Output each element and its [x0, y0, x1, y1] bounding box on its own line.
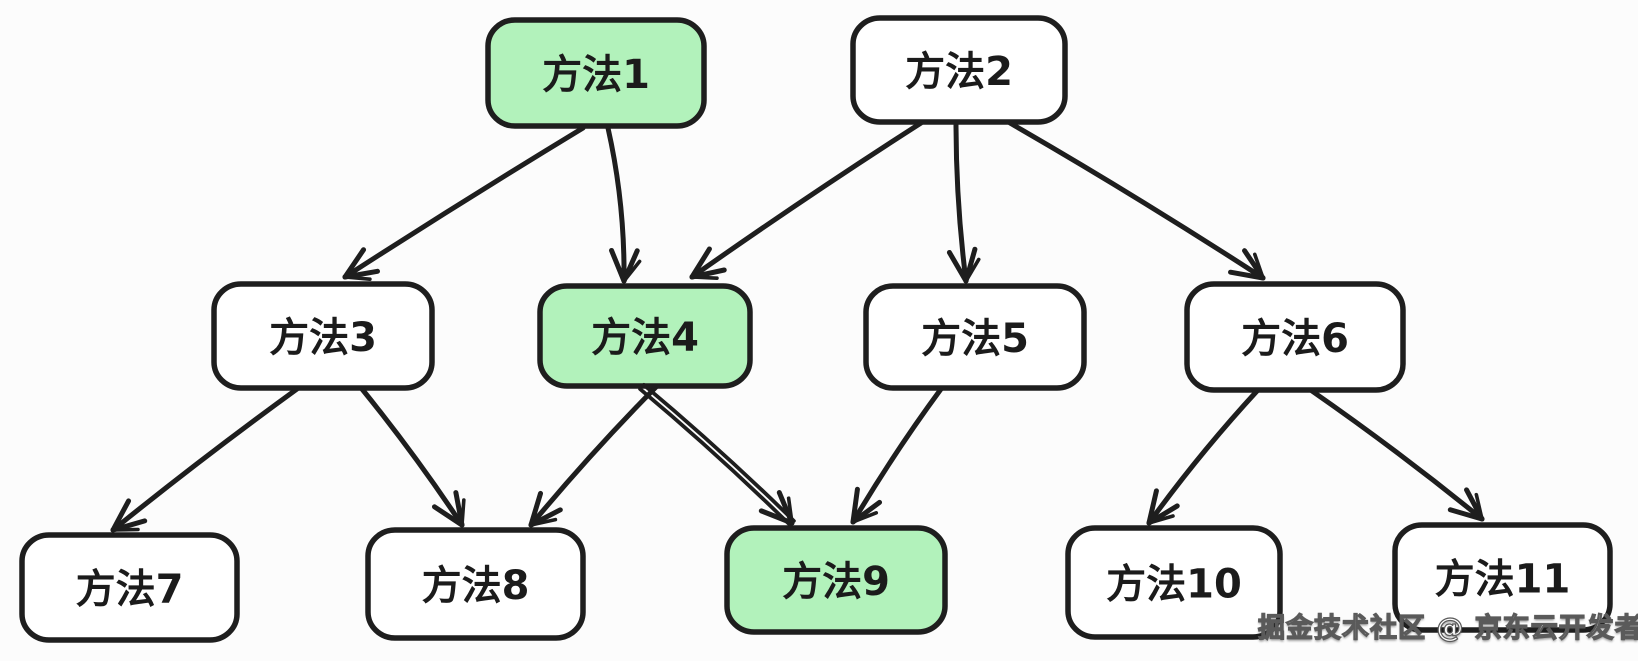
- node-method-5: 方法5: [863, 283, 1087, 391]
- arrowhead-stroke: [786, 496, 794, 525]
- node-box: [19, 532, 240, 643]
- node-method-1: 方法1: [485, 17, 707, 129]
- arrowhead-stroke: [758, 508, 795, 526]
- node-label: 方法9: [782, 559, 890, 605]
- arrowhead-stroke: [110, 498, 132, 533]
- node-label: 方法3: [269, 315, 377, 361]
- node-label: 方法6: [1241, 316, 1349, 362]
- arrowhead-stroke: [964, 257, 981, 283]
- arrowhead-stroke: [946, 249, 969, 284]
- edge-method-2-method-6: [1007, 120, 1266, 281]
- arrowhead-stroke: [342, 247, 367, 280]
- edge-method-6-method-11: [1309, 388, 1485, 522]
- node-method-8: 方法8: [365, 527, 586, 641]
- edge-layer: [110, 120, 1485, 533]
- arrowhead-stroke: [690, 275, 719, 280]
- arrowhead-stroke: [850, 486, 860, 525]
- arrowhead-stroke: [528, 490, 544, 528]
- node-method-10: 方法10: [1065, 525, 1283, 640]
- arrowhead-stroke: [622, 259, 642, 283]
- arrowhead-stroke: [609, 247, 627, 284]
- edge-method-1-method-4: [605, 125, 642, 284]
- edge-method-3-method-7: [110, 386, 300, 533]
- node-label: 方法7: [76, 567, 184, 613]
- arrowhead-stroke: [1147, 514, 1175, 525]
- node-box: [485, 17, 707, 129]
- node-method-11: 方法11: [1392, 522, 1613, 633]
- edge-method-5-method-9: [850, 386, 944, 525]
- node-box: [850, 15, 1068, 125]
- edge-method-6-method-10: [1146, 388, 1260, 526]
- arrowhead-stroke: [851, 511, 879, 524]
- edge-method-4-method-9: [638, 383, 796, 527]
- node-box: [1392, 522, 1613, 633]
- node-box: [863, 283, 1087, 391]
- node-method-7: 方法7: [19, 532, 240, 643]
- node-method-2: 方法2: [850, 15, 1068, 125]
- node-label: 方法5: [921, 316, 1029, 362]
- node-label: 方法11: [1435, 557, 1571, 603]
- node-label: 方法1: [542, 52, 650, 98]
- node-label: 方法10: [1106, 562, 1242, 608]
- edge-method-3-method-8: [359, 386, 466, 528]
- arrowhead-stroke: [431, 504, 465, 528]
- arrowhead-stroke: [1146, 488, 1159, 526]
- edge-method-2-method-4: [689, 120, 924, 280]
- watermark: 掘金技术社区 @ 京东云开发者: [1257, 612, 1638, 644]
- node-box: [1184, 281, 1406, 393]
- node-label: 方法8: [422, 563, 530, 609]
- node-box: [365, 527, 586, 641]
- node-method-3: 方法3: [211, 281, 435, 391]
- node-layer: 方法1 方法2 方法3 方法4 方法5 方法6 方法7 方法8 方法9 方法10 方法11: [19, 15, 1613, 643]
- edge-method-1-method-3: [342, 125, 586, 281]
- arrowhead-stroke: [689, 246, 712, 280]
- arrowhead-stroke: [529, 517, 558, 527]
- node-method-9: 方法9: [724, 525, 948, 635]
- edge-method-4-method-8: [528, 384, 659, 528]
- arrowhead-stroke: [1447, 507, 1485, 522]
- arrowhead-stroke: [343, 275, 372, 281]
- node-box: [211, 281, 435, 391]
- node-box: [1065, 525, 1283, 640]
- edge-method-2-method-5: [946, 120, 981, 284]
- arrowhead-stroke: [1474, 492, 1484, 521]
- node-method-4: 方法4: [537, 283, 753, 389]
- node-box: [724, 525, 948, 635]
- node-method-6: 方法6: [1184, 281, 1406, 393]
- arrowhead-stroke: [460, 498, 466, 527]
- node-label: 方法4: [591, 315, 699, 361]
- arrowhead-stroke: [1228, 269, 1266, 281]
- arrowhead-stroke: [1253, 252, 1265, 280]
- node-label: 方法2: [905, 49, 1013, 95]
